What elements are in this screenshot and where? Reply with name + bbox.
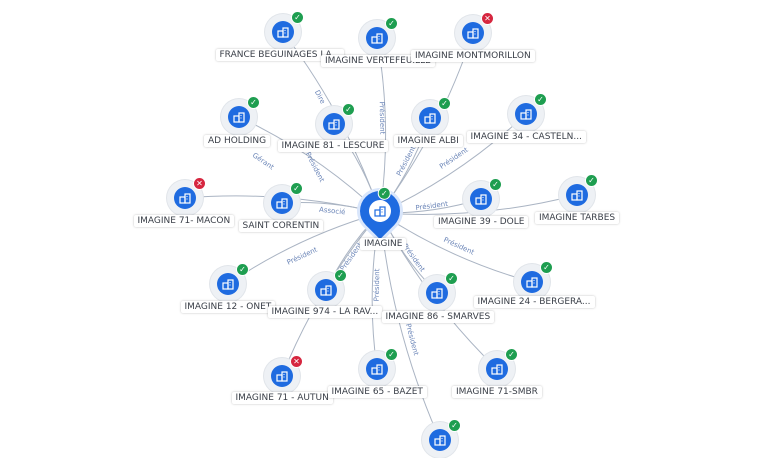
node-label[interactable]: IMAGINE MONTMORILLON	[411, 50, 535, 62]
company-icon	[228, 106, 250, 128]
company-icon	[217, 273, 239, 295]
node-label[interactable]: IMAGINE 81 - LESCURE	[277, 140, 389, 152]
company-icon	[369, 200, 391, 222]
node-label[interactable]: AD HOLDING	[204, 135, 271, 147]
company-icon	[521, 271, 543, 293]
node-label[interactable]: IMAGINE 65 - BAZET	[327, 386, 427, 398]
check-icon: ✓	[291, 11, 304, 24]
node-bubble[interactable]: ✓	[412, 97, 451, 136]
edge-label: Gérant	[251, 151, 276, 171]
node-bubble[interactable]: ✕	[264, 355, 303, 394]
node-label[interactable]: IMAGINE 71-SMBR	[452, 386, 542, 398]
edge-label: Président	[304, 151, 326, 184]
company-icon	[470, 188, 492, 210]
company-icon	[366, 358, 388, 380]
node-label[interactable]: IMAGINE 39 - DOLE	[434, 216, 529, 228]
check-icon: ✓	[505, 348, 518, 361]
check-icon: ✓	[334, 269, 347, 282]
check-icon: ✓	[247, 96, 260, 109]
company-icon	[272, 21, 294, 43]
edge-label: Président	[286, 246, 319, 267]
check-icon: ✓	[236, 263, 249, 276]
node-label[interactable]: IMAGINE 71- MACON	[133, 215, 235, 227]
node-bubble[interactable]: ✓	[316, 103, 355, 142]
node-label[interactable]: IMAGINE 12 - ONET	[180, 301, 276, 313]
company-icon	[366, 27, 388, 49]
node-bubble[interactable]: ✕	[455, 12, 494, 51]
node-bubble[interactable]: ✓	[265, 11, 304, 50]
node-bubble[interactable]: ✓	[359, 17, 398, 56]
check-icon: ✓	[445, 272, 458, 285]
company-icon	[426, 282, 448, 304]
cross-icon: ✕	[481, 12, 494, 25]
edge-label: Président	[438, 146, 470, 171]
edge-label: Président	[378, 102, 387, 135]
edge-label: Président	[373, 268, 382, 301]
cross-icon: ✕	[193, 177, 206, 190]
graph-edge	[379, 212, 533, 283]
check-icon: ✓	[377, 186, 391, 200]
check-icon: ✓	[385, 348, 398, 361]
edge-label: Président	[442, 236, 475, 257]
edge-label: Président	[404, 323, 420, 357]
check-icon: ✓	[534, 93, 547, 106]
company-icon	[323, 113, 345, 135]
edge-label: Associé	[319, 206, 346, 217]
node-bubble[interactable]: ✓	[508, 93, 547, 132]
cross-icon: ✕	[290, 355, 303, 368]
node-bubble[interactable]: ✓	[514, 261, 553, 300]
company-icon	[515, 103, 537, 125]
company-icon	[429, 429, 451, 451]
node-bubble[interactable]: ✓	[479, 348, 518, 387]
node-label[interactable]: IMAGINE 71 - AUTUN	[231, 392, 333, 404]
check-icon: ✓	[489, 178, 502, 191]
node-bubble[interactable]: ✓	[422, 419, 461, 458]
node-label[interactable]: IMAGINE 974 - LA RAV...	[267, 306, 383, 318]
company-icon	[271, 192, 293, 214]
company-icon	[462, 22, 484, 44]
check-icon: ✓	[540, 261, 553, 274]
check-icon: ✓	[585, 174, 598, 187]
check-icon: ✓	[342, 103, 355, 116]
node-bubble[interactable]: ✓	[221, 96, 260, 135]
node-bubble[interactable]: ✓	[210, 263, 249, 302]
company-icon	[566, 184, 588, 206]
node-label[interactable]: IMAGINE 34 - CASTELN...	[466, 131, 586, 143]
node-bubble[interactable]: ✕	[167, 177, 206, 216]
company-icon	[315, 279, 337, 301]
node-bubble[interactable]: ✓	[351, 182, 409, 240]
node-bubble[interactable]: ✓	[559, 174, 598, 213]
check-icon: ✓	[385, 17, 398, 30]
node-bubble[interactable]: ✓	[419, 272, 458, 311]
node-label[interactable]: FRANCE BEGUINAGES LA...	[215, 49, 345, 61]
company-icon	[174, 187, 196, 209]
company-icon	[419, 107, 441, 129]
node-label[interactable]: IMAGINE 24 - BERGERA...	[473, 296, 595, 308]
company-icon	[486, 358, 508, 380]
node-bubble[interactable]: ✓	[463, 178, 502, 217]
node-label[interactable]: IMAGINE	[360, 238, 407, 250]
node-label[interactable]: IMAGINE 86 - SMARVES	[381, 311, 495, 323]
node-label[interactable]: SAINT CORENTIN	[238, 220, 324, 232]
check-icon: ✓	[438, 97, 451, 110]
node-label[interactable]: IMAGINE VERTEFEUILLE	[321, 55, 435, 67]
node-label[interactable]: IMAGINE ALBI	[393, 135, 463, 147]
node-bubble[interactable]: ✓	[308, 269, 347, 308]
company-icon	[271, 365, 293, 387]
node-bubble[interactable]: ✓	[264, 182, 303, 221]
node-label[interactable]: IMAGINE TARBES	[535, 212, 620, 224]
check-icon: ✓	[290, 182, 303, 195]
node-bubble[interactable]: ✓	[359, 348, 398, 387]
edge-label: Dire	[313, 89, 327, 105]
check-icon: ✓	[448, 419, 461, 432]
